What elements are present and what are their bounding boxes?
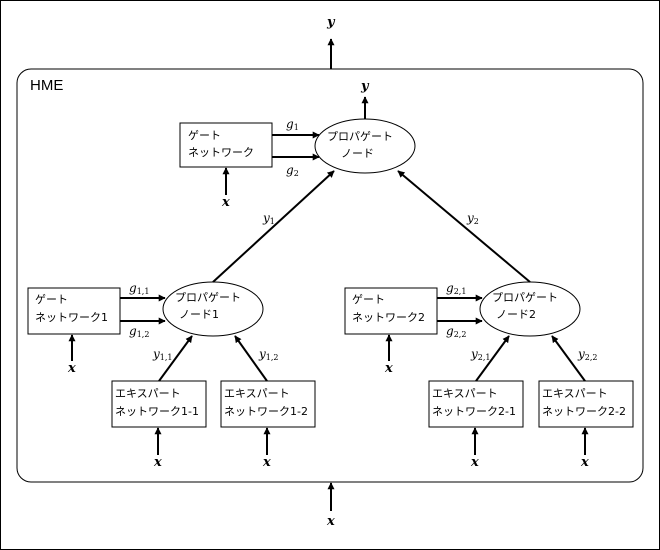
gate-network-2-line1: ゲート <box>352 293 385 306</box>
expert-network-2-2-line2: ネットワーク2-2 <box>542 405 626 418</box>
label-y12: y1,2 <box>259 347 279 362</box>
input-x-gate-top: x <box>222 195 230 210</box>
expert-network-1-1-box <box>111 380 207 428</box>
label-g1: g1 <box>286 117 299 132</box>
label-y22: y2,2 <box>578 347 598 362</box>
expert-network-1-1-line2: ネットワーク1-1 <box>115 405 199 418</box>
propagate-node-2-line1: プロパゲート <box>492 291 558 304</box>
expert-network-2-2-box <box>538 380 634 428</box>
input-x-expert-1-1: x <box>154 455 162 470</box>
arrow-y21 <box>475 335 510 382</box>
propagate-node-1-line1: プロパゲート <box>175 291 241 304</box>
propagate-node-top-line1: プロパゲート <box>327 130 393 143</box>
expert-network-1-2-box <box>220 380 316 428</box>
gate-network-top-line2: ネットワーク <box>188 146 254 159</box>
input-x-expert-1-2: x <box>263 455 271 470</box>
label-g22: g2,2 <box>446 324 467 339</box>
gate-network-1-box <box>27 287 121 335</box>
gate-network-top-box <box>179 122 273 168</box>
arrow-y11 <box>158 335 193 382</box>
output-y-top: y <box>361 79 369 94</box>
propagate-node-top-ellipse <box>314 118 416 174</box>
hme-title: HME <box>30 77 64 94</box>
arrow-y1 <box>212 170 335 283</box>
input-x-gate-1: x <box>68 361 76 376</box>
gate-network-top-line1: ゲート <box>188 129 221 142</box>
expert-network-1-2-line2: ネットワーク1-2 <box>224 405 308 418</box>
expert-network-2-1-box <box>428 380 524 428</box>
arrow-y22 <box>551 335 586 382</box>
gate-network-2-box <box>344 287 438 335</box>
label-y11: y1,1 <box>153 347 173 362</box>
label-g21: g2,1 <box>446 281 467 296</box>
arrow-y2 <box>397 170 531 283</box>
propagate-node-top-line2: ノード <box>341 147 374 160</box>
label-g12: g1,2 <box>129 324 150 339</box>
input-x-gate-2: x <box>385 361 393 376</box>
expert-network-1-2-line1: エキスパート <box>224 387 290 400</box>
gate-network-1-line1: ゲート <box>35 293 68 306</box>
arrow-y12 <box>234 335 268 382</box>
propagate-node-1-line2: ノード1 <box>179 308 219 321</box>
expert-network-1-1-line1: エキスパート <box>115 387 181 400</box>
label-y1: y1 <box>263 211 275 226</box>
expert-network-2-1-line1: エキスパート <box>432 387 498 400</box>
label-g11: g1,1 <box>129 281 150 296</box>
propagate-node-2-line2: ノード2 <box>496 308 536 321</box>
input-x-expert-2-2: x <box>581 455 589 470</box>
expert-network-2-1-line2: ネットワーク2-1 <box>432 405 516 418</box>
label-y21: y2,1 <box>471 347 491 362</box>
label-g2: g2 <box>286 163 299 178</box>
expert-network-2-2-line1: エキスパート <box>542 387 608 400</box>
output-y-outer: y <box>327 15 335 30</box>
gate-network-2-line2: ネットワーク2 <box>352 311 425 324</box>
gate-network-1-line2: ネットワーク1 <box>35 311 108 324</box>
input-x-outer: x <box>327 514 335 529</box>
label-y2: y2 <box>467 211 479 226</box>
input-x-expert-2-1: x <box>471 455 479 470</box>
